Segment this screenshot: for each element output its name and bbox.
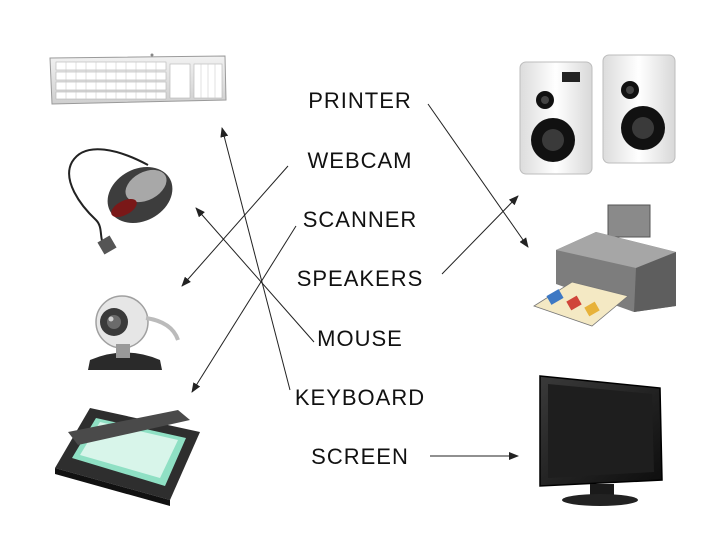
arrow-keyboard <box>220 127 291 391</box>
label-speakers: SPEAKERS <box>296 266 424 291</box>
label-printer: PRINTER <box>308 88 412 113</box>
mouse-icon <box>68 148 173 255</box>
label-mouse: MOUSE <box>317 326 403 351</box>
arrow-speakers <box>441 195 519 275</box>
webcam-icon <box>88 295 180 370</box>
scanner-icon <box>55 408 200 506</box>
arrow-webcam <box>181 165 289 287</box>
monitor-icon <box>539 375 663 506</box>
arrow-scanner <box>191 225 297 393</box>
keyboard-icon <box>49 53 227 105</box>
label-webcam: WEBCAM <box>307 148 413 173</box>
label-keyboard: KEYBOARD <box>294 385 426 410</box>
arrow-group <box>181 103 529 460</box>
printer-icon <box>533 204 676 327</box>
label-scanner: SCANNER <box>302 207 418 232</box>
speakers-icon <box>519 54 676 175</box>
arrow-mouse <box>195 207 315 343</box>
label-screen: SCREEN <box>311 444 409 469</box>
arrow-printer <box>427 103 529 248</box>
